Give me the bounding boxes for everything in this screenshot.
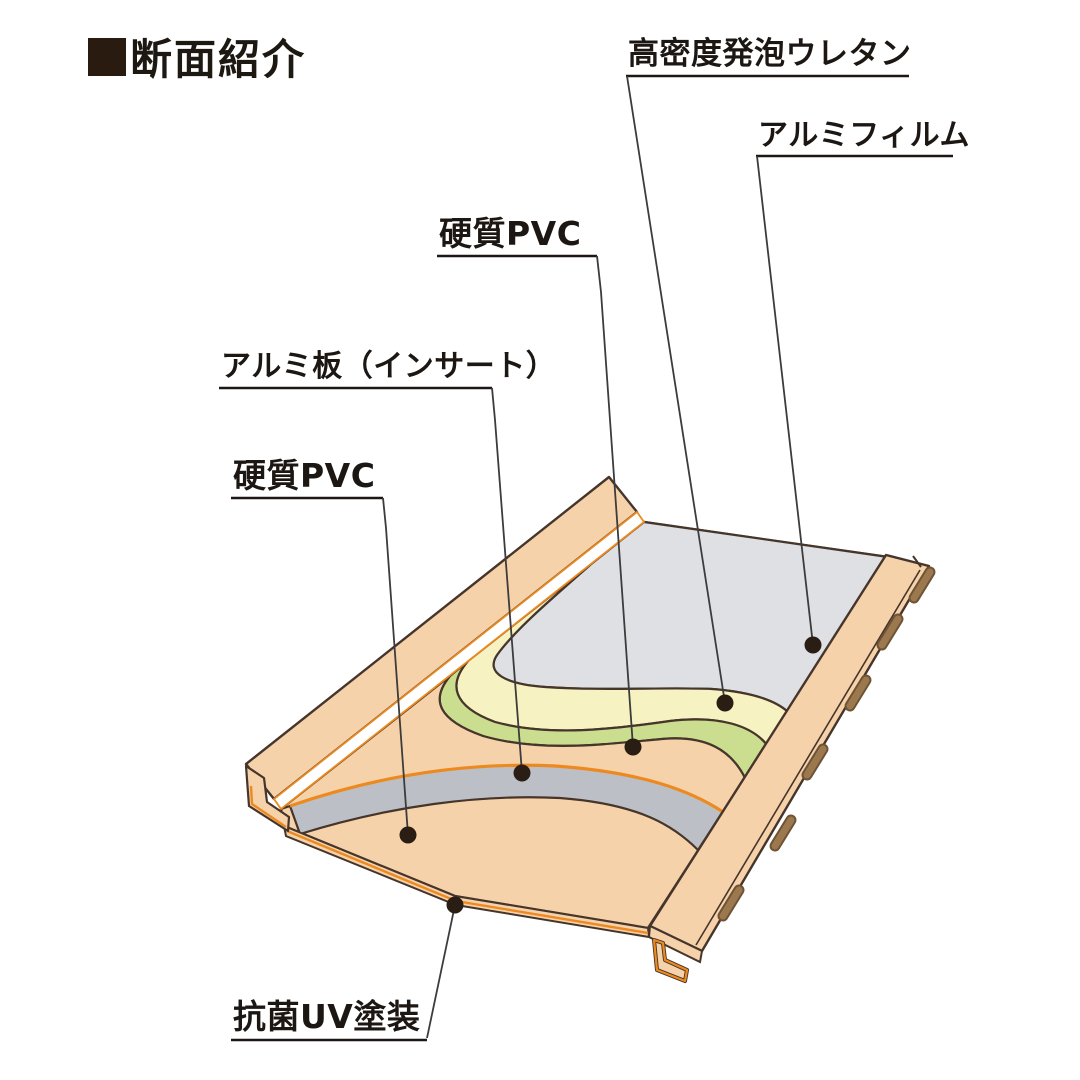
strip-slot-fill <box>846 676 870 710</box>
label-aluminum-film: アルミフィルム <box>758 118 970 153</box>
strip-slot-fill <box>771 816 795 850</box>
dot-uv <box>446 896 464 914</box>
leader-insert <box>491 387 523 774</box>
strip-edge-fold-line <box>695 569 921 946</box>
strip-end-hook <box>652 938 689 983</box>
strip-slot-fill <box>910 568 934 602</box>
label-urethane: 高密度発泡ウレタン <box>628 36 912 72</box>
strip-slot-fill <box>719 886 743 920</box>
strip-slot-fill <box>803 745 827 779</box>
page-title-text: 断面紹介 <box>130 35 307 84</box>
rail-end-fold <box>244 764 291 833</box>
leader-pvc-top <box>596 255 634 748</box>
title-square-icon <box>88 37 126 76</box>
label-pvc-top: 硬質PVC <box>439 214 582 253</box>
dot-insert <box>513 764 531 782</box>
label-uv-coating: 抗菌UV塗装 <box>233 997 421 1036</box>
label-pvc-bottom: 硬質PVC <box>233 456 376 495</box>
leader-film <box>756 155 814 646</box>
leader-uv <box>426 904 456 1039</box>
leader-pvc-bottom <box>382 497 409 836</box>
page-title: 断面紹介 <box>88 26 306 87</box>
label-aluminum-insert: アルミ板（インサート） <box>221 349 557 384</box>
rail-end-fold-orange-line <box>249 785 287 828</box>
strip-slot-fill <box>878 615 902 649</box>
insert-top-orange-line <box>289 763 724 814</box>
dot-pvc-top <box>624 738 642 756</box>
dot-urethane <box>716 694 734 712</box>
strip-top-notch <box>912 555 922 568</box>
leader-urethane <box>626 75 726 704</box>
rail-lip-channel <box>272 510 646 811</box>
leader-lines <box>382 75 814 1039</box>
dot-pvc-bottom <box>399 826 417 844</box>
strip-end-face <box>647 924 704 964</box>
strip-slots <box>717 566 936 922</box>
dot-film <box>804 636 822 654</box>
leader-dots <box>399 636 822 914</box>
label-underlines <box>219 74 953 1042</box>
